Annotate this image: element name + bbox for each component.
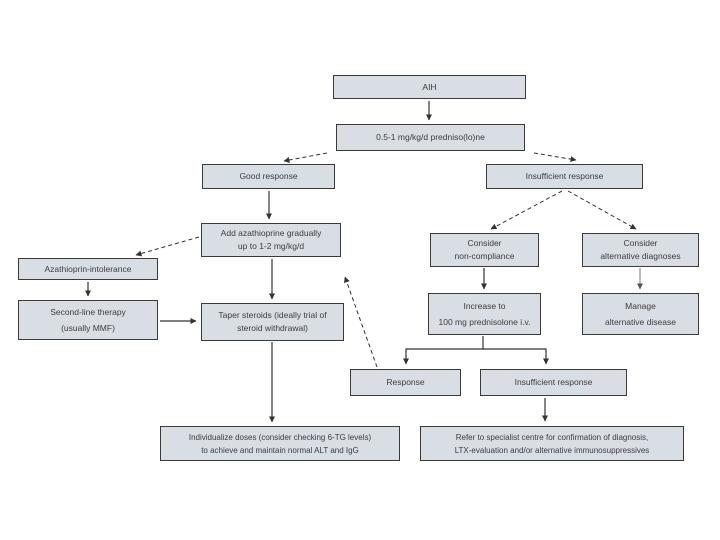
arrow-increase-to-insufficient-response [483, 348, 549, 365]
node-aih: AIH [333, 75, 526, 99]
node-label-line1: Consider [467, 238, 502, 248]
node-label: Insufficient response [525, 171, 604, 181]
node-label: 0.5-1 mg/kg/d predniso(lo)ne [376, 132, 485, 142]
node-label-line2: to achieve and maintain normal ALT and I… [201, 445, 359, 455]
node-label-line2: (usually MMF) [61, 323, 115, 333]
node-taper-steroids: Taper steroids (ideally trial of steroid… [201, 303, 344, 341]
node-second-line-therapy: Second-line therapy (usually MMF) [18, 300, 158, 340]
node-label-line1: Consider [623, 238, 658, 248]
node-label-line1: Taper steroids (ideally trial of [218, 310, 327, 320]
arrow-prednisolone-to-good-response [283, 152, 328, 163]
node-insufficient-response: Insufficient response [486, 164, 643, 189]
node-label: Insufficient response [514, 377, 593, 387]
node-label-line2: LTX-evaluation and/or alternative immuno… [454, 445, 650, 455]
node-good-response: Good response [202, 164, 335, 189]
node-add-azathioprine: Add azathioprine gradually up to 1-2 mg/… [201, 223, 341, 257]
node-label: AIH [422, 81, 437, 92]
node-label: Azathioprin-intolerance [44, 263, 132, 274]
node-insufficient-response-2: Insufficient response [480, 369, 627, 396]
arrow-add-azathioprine-to-intolerance [135, 236, 200, 257]
arrow-response-to-add-azathioprine [344, 276, 378, 368]
node-label-line2: non-compliance [454, 251, 515, 261]
node-label-line1: Refer to specialist centre for confirmat… [455, 432, 649, 442]
node-label-line1: Individualize doses (consider checking 6… [188, 432, 372, 442]
node-azathioprin-intolerance: Azathioprin-intolerance [18, 258, 158, 280]
node-label-line2: up to 1-2 mg/kg/d [237, 241, 305, 251]
node-label-line2: 100 mg prednisolone i.v. [438, 317, 531, 327]
arrow-prednisolone-to-insufficient-response [533, 152, 577, 163]
node-manage-alternative-disease: Manage alternative disease [582, 293, 699, 335]
node-increase-prednisolone: Increase to 100 mg prednisolone i.v. [428, 293, 541, 335]
arrow-increase-to-response [403, 336, 484, 365]
node-individualize-doses: Individualize doses (consider checking 6… [160, 426, 400, 461]
node-response: Response [350, 369, 461, 396]
node-refer-specialist: Refer to specialist centre for confirmat… [420, 426, 684, 461]
node-consider-non-compliance: Consider non-compliance [430, 233, 539, 267]
node-label-line2: steroid withdrawal) [237, 323, 308, 333]
node-label: Good response [239, 171, 298, 181]
node-label: Response [386, 377, 425, 387]
node-label-line1: Manage [625, 301, 656, 311]
node-label-line1: Increase to [463, 301, 506, 311]
node-label-line1: Add azathioprine gradually [220, 228, 322, 238]
arrow-insufficient-to-alt-diagnoses [567, 190, 637, 230]
node-consider-alternative-diagnoses: Consider alternative diagnoses [582, 233, 699, 267]
node-label-line2: alternative diagnoses [600, 251, 681, 261]
node-label-line1: Second-line therapy [50, 307, 126, 317]
node-prednisolone-dose: 0.5-1 mg/kg/d predniso(lo)ne [336, 124, 525, 151]
arrow-insufficient-to-non-compliance [490, 190, 563, 230]
node-label-line2: alternative disease [605, 317, 676, 327]
